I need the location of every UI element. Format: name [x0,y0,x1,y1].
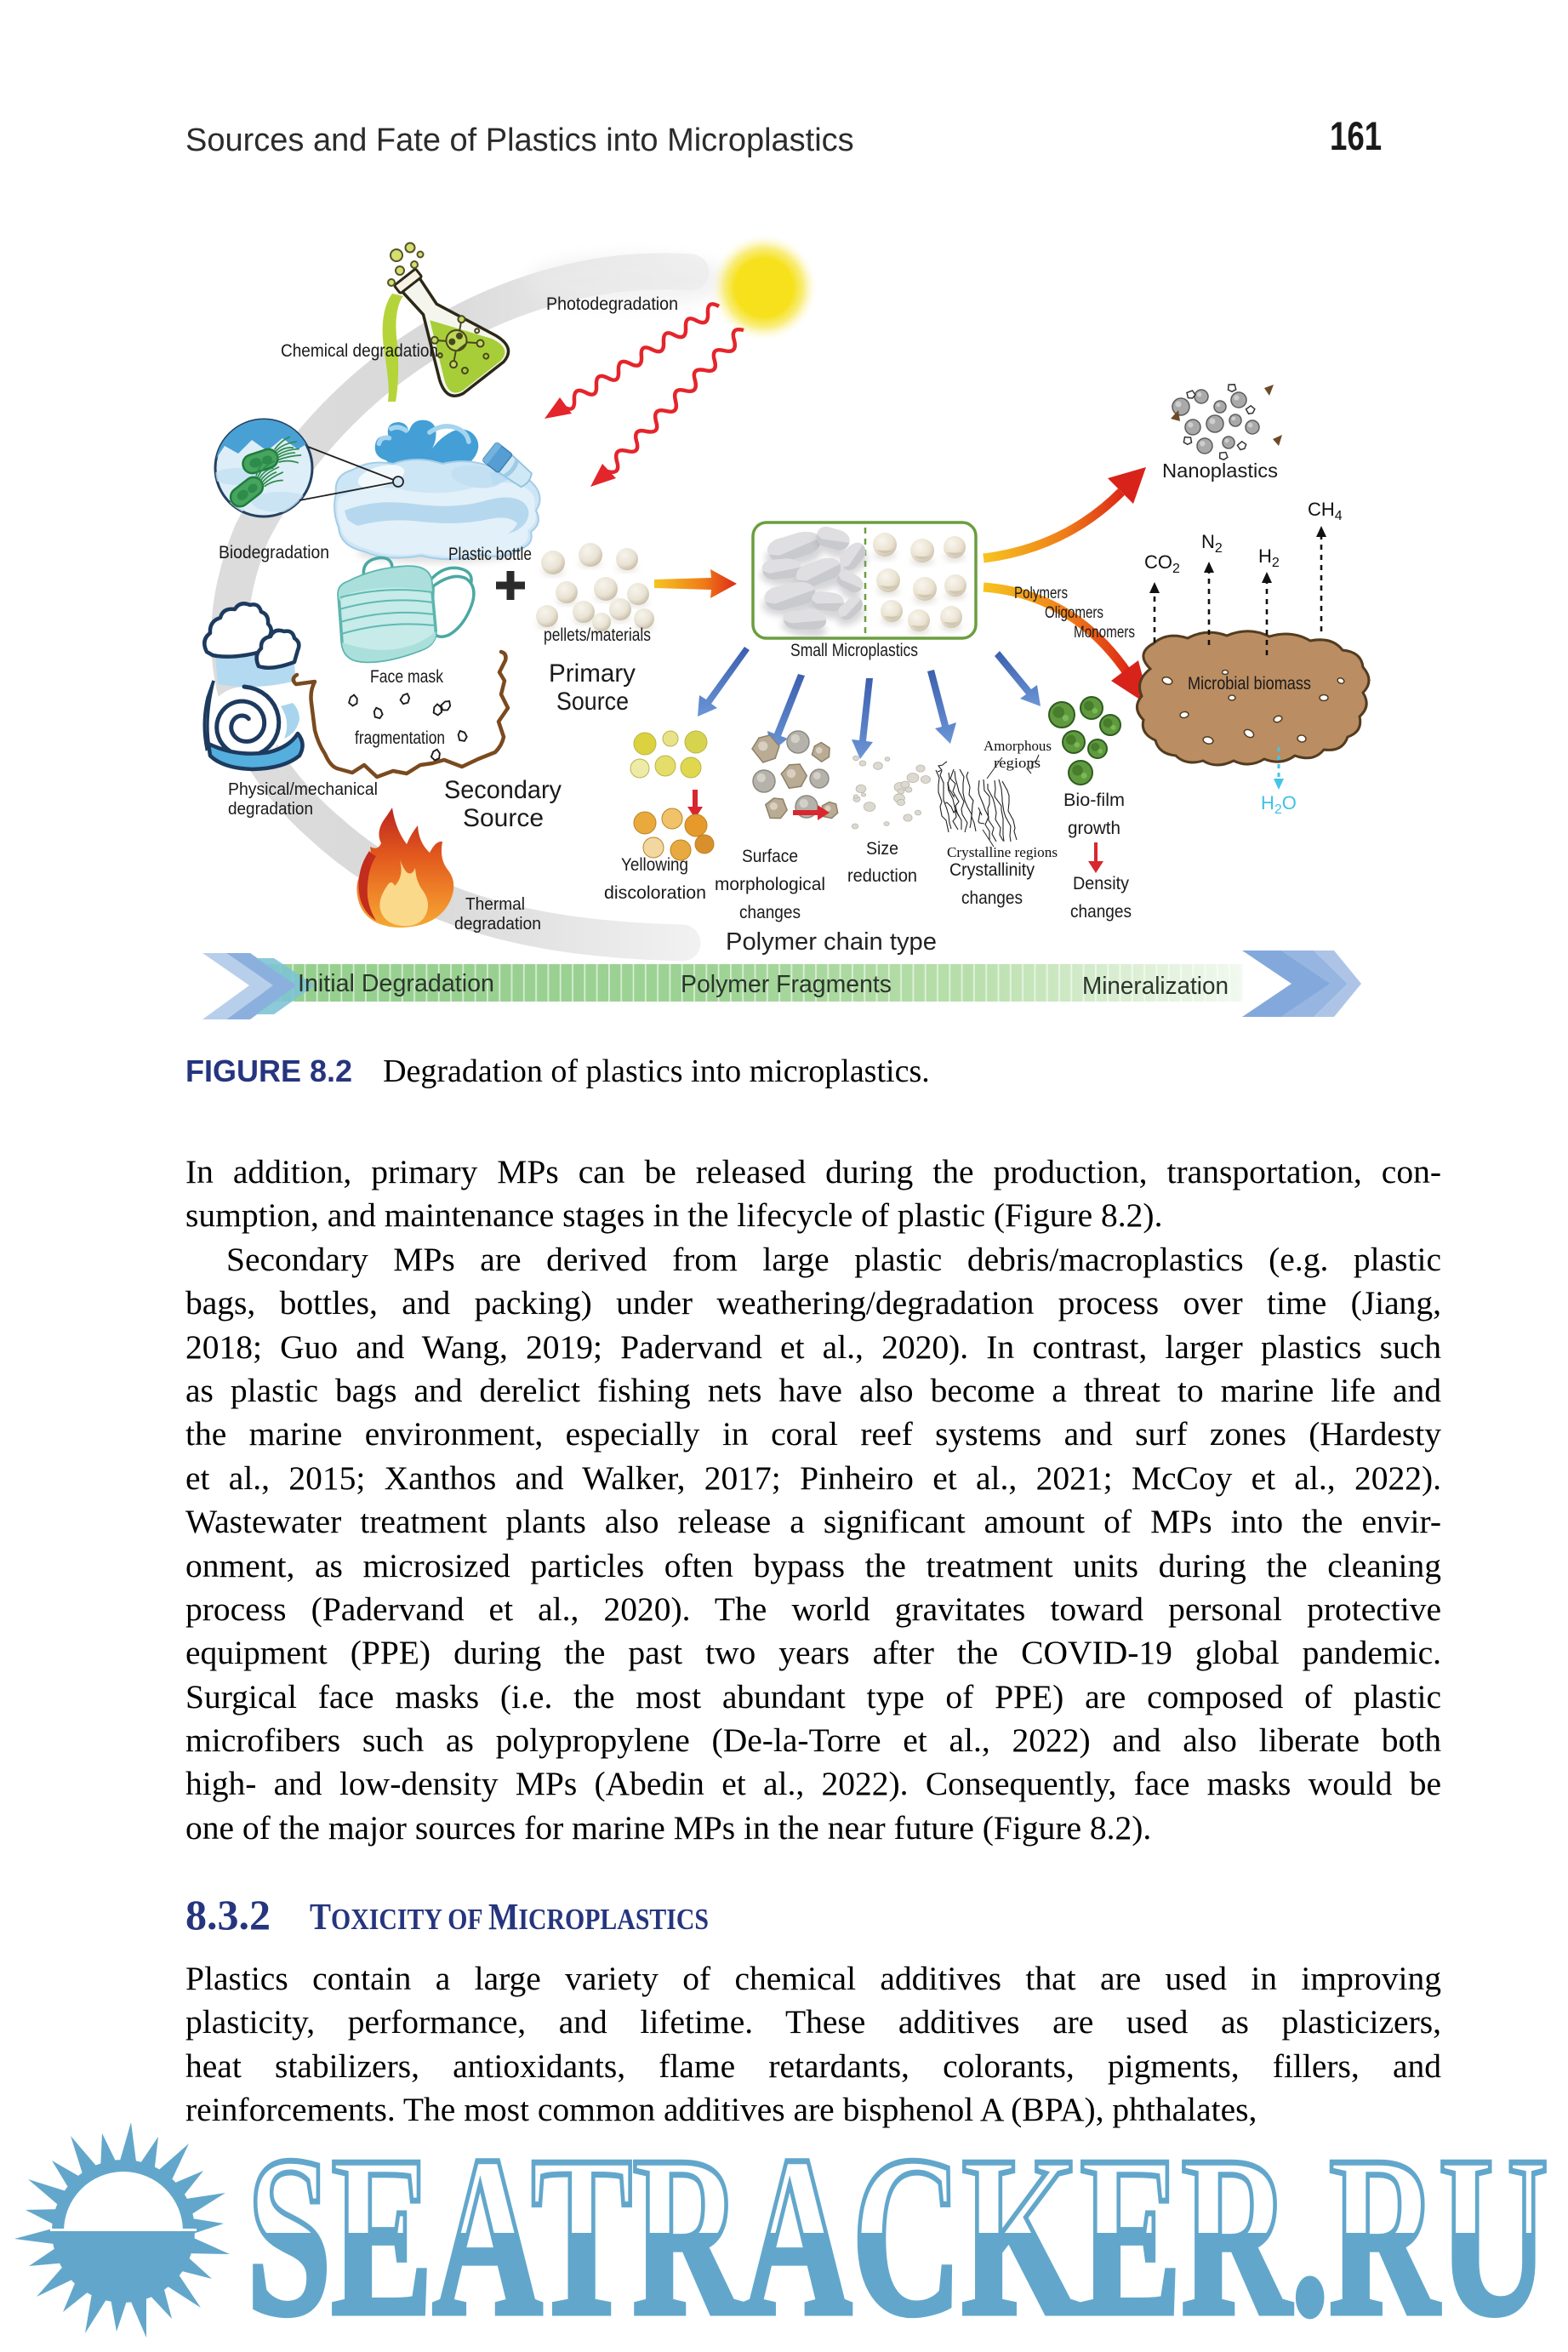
svg-text:Physical/mechanical: Physical/mechanical [228,780,378,799]
svg-text:Bio-film: Bio-film [1063,791,1125,810]
svg-text:Initial Degradation: Initial Degradation [298,970,494,997]
svg-text:Monomers: Monomers [1074,624,1135,642]
svg-text:fragmentation: fragmentation [355,728,445,748]
svg-text:morphological: morphological [715,875,825,894]
svg-text:Secondary: Secondary [444,776,562,804]
svg-text:degradation: degradation [454,915,541,933]
svg-text:Source: Source [556,688,629,716]
svg-text:Yellowing: Yellowing [621,855,688,875]
svg-text:H2: H2 [1258,545,1280,570]
svg-text:SEATRACKER.RU: SEATRACKER.RU [247,2109,1548,2352]
svg-text:Thermal: Thermal [465,895,525,914]
svg-text:Small Microplastics: Small Microplastics [790,641,918,660]
svg-text:changes: changes [739,903,801,922]
svg-text:Face mask: Face mask [370,667,443,687]
svg-text:Surface: Surface [742,847,798,866]
svg-text:Source: Source [463,804,544,832]
svg-text:changes: changes [961,888,1023,908]
svg-text:Amorphous: Amorphous [984,738,1052,754]
svg-text:degradation: degradation [228,800,313,819]
svg-text:Density: Density [1073,874,1129,893]
svg-text:Microbial biomass: Microbial biomass [1188,674,1311,694]
svg-text:Polymers: Polymers [1014,585,1068,602]
svg-text:Polymer chain type: Polymer chain type [726,928,937,956]
svg-text:CO2: CO2 [1144,551,1180,576]
svg-text:Plastic bottle: Plastic bottle [448,545,532,564]
svg-text:reduction: reduction [847,866,917,886]
svg-text:Chemical degradation: Chemical degradation [281,341,438,361]
svg-text:Crystallinity: Crystallinity [949,860,1035,880]
svg-text:TOXICITY OF MICROPLASTICS: TOXICITY OF MICROPLASTICS [310,1896,709,1938]
svg-text:regions: regions [994,755,1041,771]
svg-text:Photodegradation: Photodegradation [546,294,678,314]
svg-text:Biodegradation: Biodegradation [219,543,329,562]
svg-text:H2O: H2O [1261,792,1297,817]
svg-text:Size: Size [866,839,898,859]
svg-text:Primary: Primary [549,659,636,688]
svg-text:Oligomers: Oligomers [1045,604,1103,622]
svg-text:N2: N2 [1201,531,1223,556]
svg-text:pellets/materials: pellets/materials [544,625,651,645]
svg-text:changes: changes [1070,902,1132,922]
svg-text:SEATRACKER.RU: SEATRACKER.RU [247,2109,1548,2352]
svg-text:discoloration: discoloration [604,883,706,903]
svg-text:Polymer Fragments: Polymer Fragments [681,971,892,998]
svg-text:Crystalline regions: Crystalline regions [947,844,1058,860]
svg-text:CH4: CH4 [1308,499,1343,523]
svg-text:Mineralization: Mineralization [1082,973,1229,1000]
svg-text:Nanoplastics: Nanoplastics [1162,460,1278,482]
svg-text:8.3.2: 8.3.2 [185,1891,271,1938]
svg-text:growth: growth [1068,819,1120,838]
